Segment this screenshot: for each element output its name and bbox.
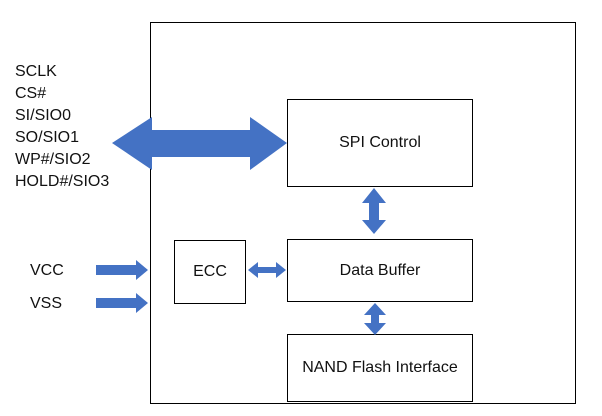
pin-vss: VSS bbox=[30, 295, 63, 312]
pin-so-sio1: SO/SIO1 bbox=[15, 129, 80, 146]
pin-wp-sio2: WP#/SIO2 bbox=[15, 151, 91, 168]
spi-to-buffer-arrow bbox=[362, 188, 386, 234]
spi-control-block: SPI Control bbox=[287, 99, 473, 187]
ecc-to-buffer-arrow bbox=[248, 262, 286, 278]
pin-cs: CS# bbox=[15, 85, 47, 102]
pin-hold-sio3: HOLD#/SIO3 bbox=[15, 173, 110, 190]
pin-si-sio0: SI/SIO0 bbox=[15, 107, 72, 124]
vcc-arrow bbox=[96, 260, 148, 280]
ecc-block: ECC bbox=[174, 240, 246, 304]
pin-vcc: VCC bbox=[30, 262, 64, 279]
nand-interface-label: NAND Flash Interface bbox=[302, 359, 458, 376]
pin-sclk: SCLK bbox=[15, 63, 57, 80]
buffer-to-nand-arrow bbox=[364, 303, 386, 335]
spi-control-label: SPI Control bbox=[339, 134, 421, 151]
data-buffer-label: Data Buffer bbox=[339, 261, 421, 279]
spi-bus-arrow bbox=[112, 117, 287, 170]
nand-interface-block: NAND Flash Interface bbox=[287, 334, 473, 402]
ecc-label: ECC bbox=[193, 263, 227, 280]
data-buffer-block: Data Buffer bbox=[287, 239, 473, 302]
vss-arrow bbox=[96, 293, 148, 313]
